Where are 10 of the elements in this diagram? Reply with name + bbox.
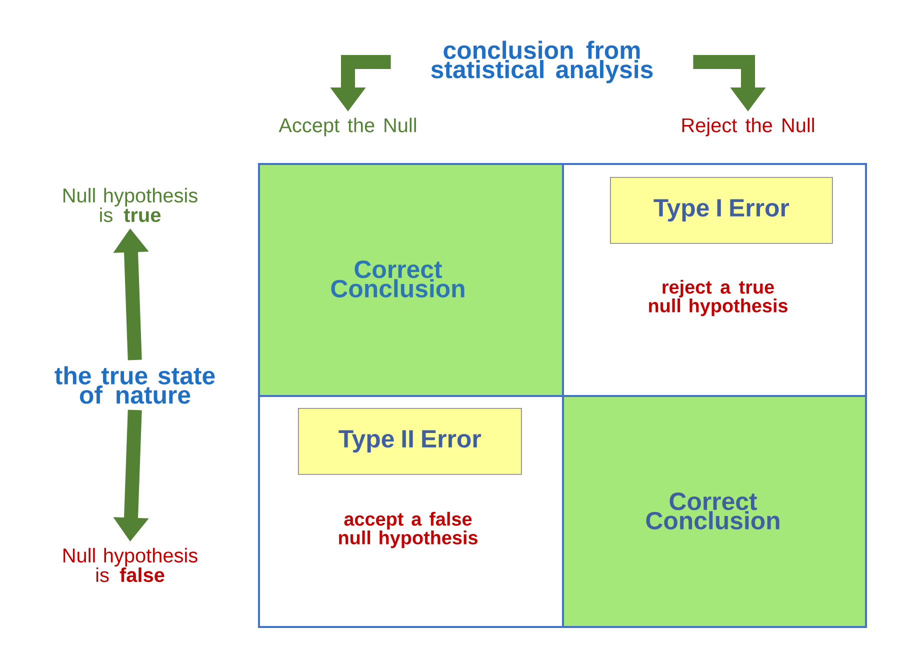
error-box: Type II Error (298, 408, 522, 475)
table-cell: Correct Conclusion (562, 395, 867, 628)
text-label: Accept the Null (278, 118, 416, 136)
text-label: Null hypothesis is true (64, 188, 198, 222)
text-label: Null hypothesis is false (64, 548, 198, 582)
text-label: conclusion from statistical analysis (431, 40, 653, 84)
text-label: Reject the Null (682, 118, 814, 136)
table-cell: Correct Conclusion (258, 163, 564, 397)
error-box: Type I Error (610, 177, 833, 244)
text-label: the true state of nature (54, 366, 215, 404)
